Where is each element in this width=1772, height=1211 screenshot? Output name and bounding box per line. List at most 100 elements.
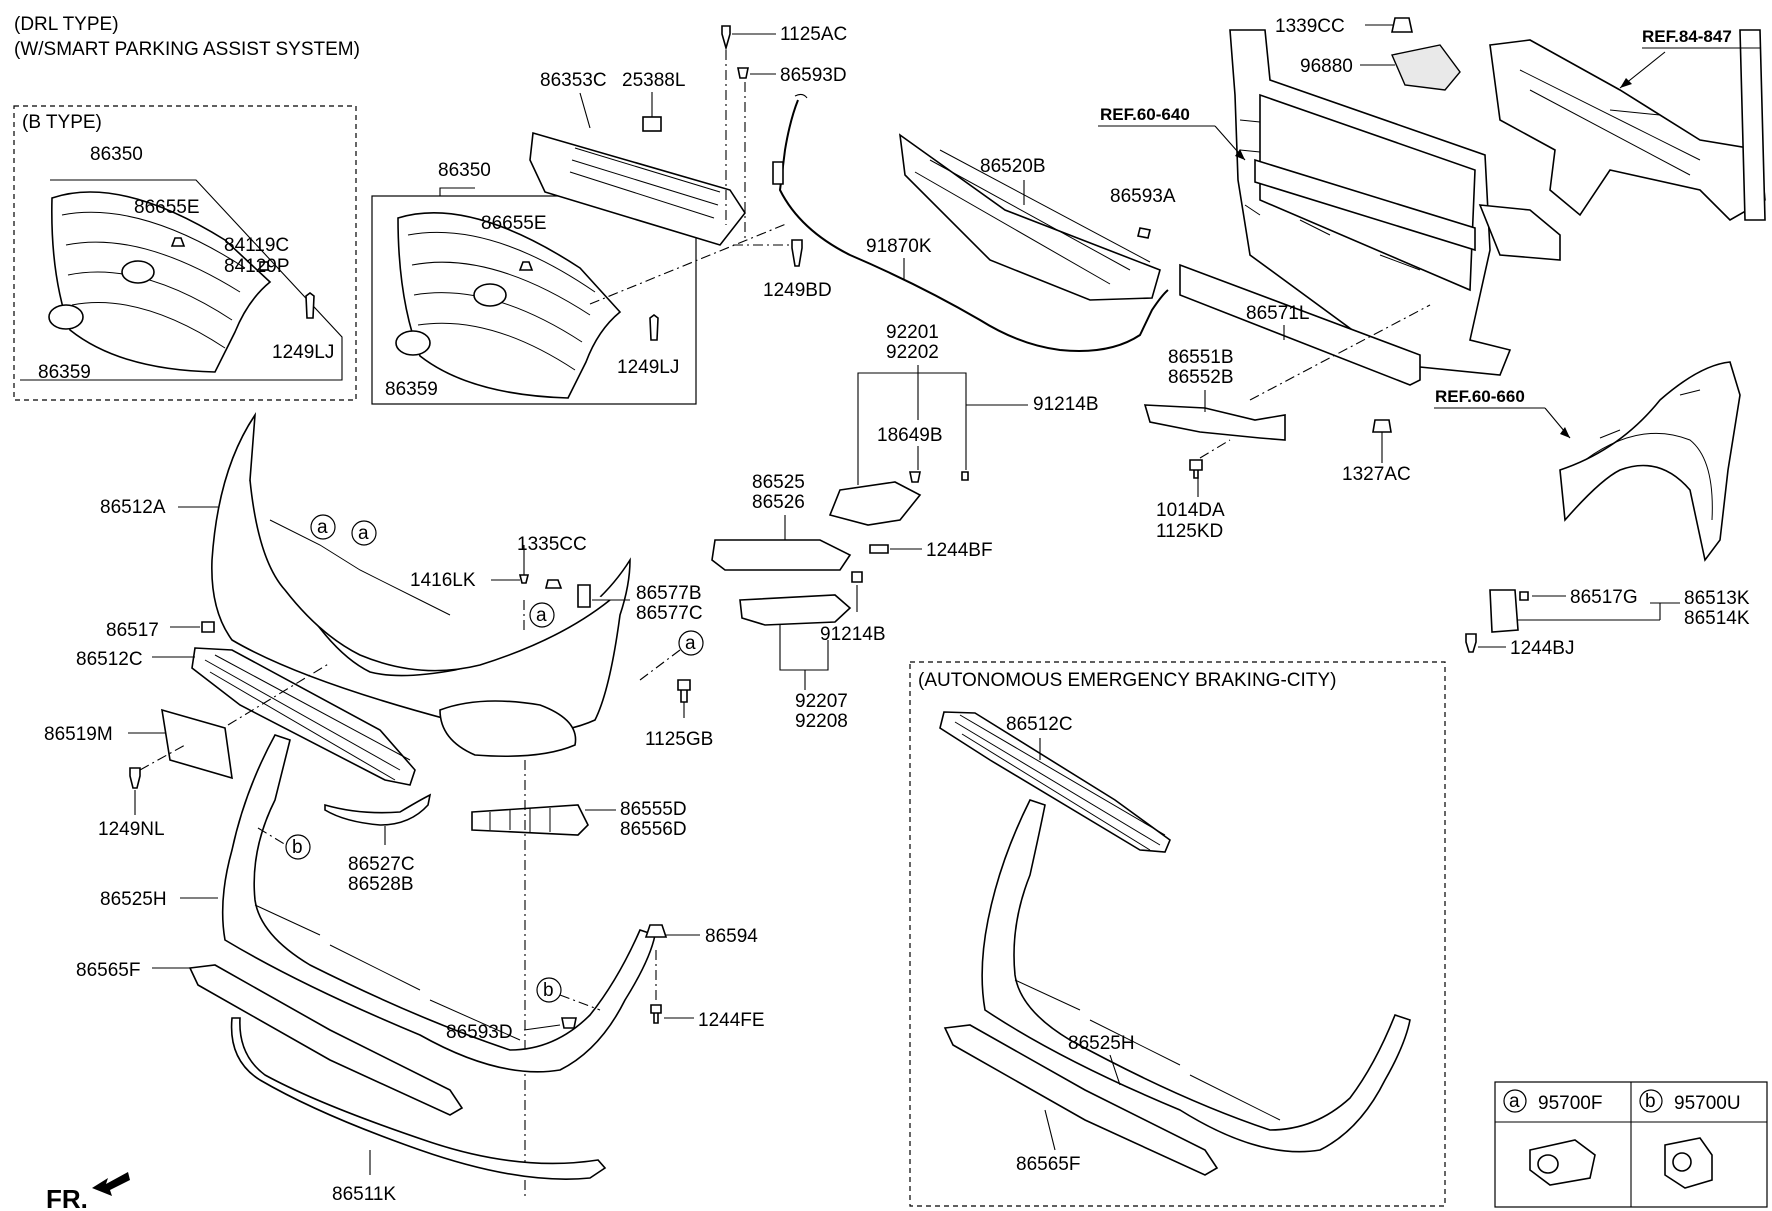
legend-code-95700U: 95700U bbox=[1674, 1093, 1741, 1114]
label-1339CC: 1339CC bbox=[1275, 16, 1345, 37]
label-86555D: 86555D bbox=[620, 799, 687, 820]
label-92202: 92202 bbox=[886, 342, 939, 363]
b-type-title: (B TYPE) bbox=[22, 112, 102, 133]
lower-skid-86525H bbox=[221, 734, 656, 1073]
clip-1416LK bbox=[544, 579, 563, 589]
grille-emblem-86359 bbox=[395, 330, 431, 356]
header-line-2: (W/SMART PARKING ASSIST SYSTEM) bbox=[14, 39, 360, 60]
clip-86594 bbox=[644, 924, 668, 938]
b-type-grille bbox=[51, 191, 272, 373]
label-92207: 92207 bbox=[795, 691, 848, 712]
b-type-clip-84119C bbox=[259, 261, 269, 271]
sensor-legend-table bbox=[1494, 1081, 1768, 1208]
absorber-86520B bbox=[898, 133, 1161, 301]
harness-91870K bbox=[778, 99, 1169, 352]
label-86556D: 86556D bbox=[620, 819, 687, 840]
label-86527C: 86527C bbox=[348, 854, 415, 875]
label-86593D-top: 86593D bbox=[780, 65, 847, 86]
b-type-screw-1249LJ bbox=[305, 292, 315, 319]
bracket-86577B bbox=[577, 584, 591, 608]
label-86517: 86517 bbox=[106, 620, 159, 641]
module-96880 bbox=[1391, 44, 1461, 91]
label-aeb-86525H: 86525H bbox=[1068, 1033, 1135, 1054]
license-bracket-86519M bbox=[161, 708, 233, 780]
label-86655E-b: 86655E bbox=[134, 197, 200, 218]
label-18649B: 18649B bbox=[877, 425, 943, 446]
ref-60-640: REF.60-640 bbox=[1100, 105, 1190, 124]
bumper-fascia-86512A bbox=[211, 412, 631, 758]
label-86350-b: 86350 bbox=[90, 144, 143, 165]
clip-86593A bbox=[1137, 227, 1151, 239]
label-86359-b: 86359 bbox=[38, 362, 91, 383]
callout-a-4 bbox=[678, 630, 704, 656]
callout-a-1 bbox=[310, 514, 336, 540]
label-86593D: 86593D bbox=[446, 1022, 513, 1043]
callout-a-2 bbox=[351, 520, 377, 546]
label-86577C: 86577C bbox=[636, 603, 703, 624]
label-86519M: 86519M bbox=[44, 724, 113, 745]
nut-1339CC bbox=[1391, 17, 1413, 33]
legend-code-95700F: 95700F bbox=[1538, 1093, 1602, 1114]
label-86525: 86525 bbox=[752, 472, 805, 493]
front-arrow-icon bbox=[92, 1172, 130, 1196]
grille-86350 bbox=[397, 212, 622, 399]
label-86512C: 86512C bbox=[76, 649, 143, 670]
label-84119C: 84119C bbox=[224, 235, 289, 256]
label-86350: 86350 bbox=[438, 160, 491, 181]
grille-leader bbox=[439, 187, 475, 196]
label-86577B: 86577B bbox=[636, 583, 702, 604]
b-type-emblem-86359 bbox=[48, 304, 84, 330]
aeb-lower-skid-86525H bbox=[981, 799, 1411, 1153]
aeb-city-title: (AUTONOMOUS EMERGENCY BRAKING-CITY) bbox=[918, 670, 1336, 691]
label-92208: 92208 bbox=[795, 711, 848, 732]
grille-box bbox=[371, 195, 697, 405]
bulb-18649B bbox=[909, 471, 921, 483]
grille-dash-1 bbox=[589, 223, 787, 305]
upper-bar-86571L bbox=[1179, 263, 1421, 386]
b-type-box bbox=[13, 105, 357, 401]
header-line-1: (DRL TYPE) bbox=[14, 14, 119, 35]
bulb-91214B-top bbox=[961, 471, 969, 481]
cowl-crossmember bbox=[1489, 29, 1766, 221]
legend-callout-a bbox=[1503, 1089, 1527, 1113]
screw-1249NL bbox=[129, 767, 141, 789]
grille-clip-86655E bbox=[518, 261, 534, 271]
svg-text:a: a bbox=[685, 633, 696, 654]
bulb-91214B bbox=[851, 571, 863, 583]
bolt-1244BJ bbox=[1465, 633, 1477, 653]
sensor-95700F-icon bbox=[1529, 1139, 1596, 1186]
label-86517G: 86517G bbox=[1570, 587, 1638, 608]
svg-text:a: a bbox=[536, 605, 547, 626]
callout-b-2 bbox=[536, 977, 562, 1003]
label-86571L: 86571L bbox=[1246, 303, 1309, 324]
label-1125KD: 1125KD bbox=[1156, 521, 1223, 542]
b-type-clip-86655E bbox=[170, 237, 186, 247]
bracket-86513K bbox=[1489, 589, 1519, 633]
label-1125GB: 1125GB bbox=[645, 729, 713, 750]
grille-screw-1249LJ bbox=[649, 314, 659, 341]
label-86528B: 86528B bbox=[348, 874, 414, 895]
bolt-1249BD bbox=[791, 239, 803, 267]
svg-text:b: b bbox=[543, 980, 554, 1001]
clip-86517 bbox=[201, 621, 215, 633]
clip-86593D-top bbox=[737, 67, 749, 79]
label-86513K: 86513K bbox=[1684, 588, 1750, 609]
label-aeb-86512C: 86512C bbox=[1006, 714, 1073, 735]
label-92201: 92201 bbox=[886, 322, 939, 343]
label-86526: 86526 bbox=[752, 492, 805, 513]
clip-86517G bbox=[1519, 591, 1529, 601]
front-end-module bbox=[1229, 29, 1561, 376]
label-86514K: 86514K bbox=[1684, 608, 1750, 629]
label-86511K: 86511K bbox=[332, 1184, 396, 1205]
label-84129P: 84129P bbox=[224, 256, 290, 277]
label-1249LJ-b: 1249LJ bbox=[272, 342, 334, 363]
label-86565F: 86565F bbox=[76, 960, 140, 981]
label-86353C: 86353C bbox=[540, 70, 607, 91]
fender bbox=[1559, 361, 1741, 562]
clip-86593D bbox=[561, 1017, 577, 1029]
legend-callout-b bbox=[1639, 1089, 1663, 1113]
label-1014DA: 1014DA bbox=[1156, 500, 1225, 521]
label-86593A: 86593A bbox=[1110, 186, 1176, 207]
garnish-86527C bbox=[324, 793, 432, 826]
